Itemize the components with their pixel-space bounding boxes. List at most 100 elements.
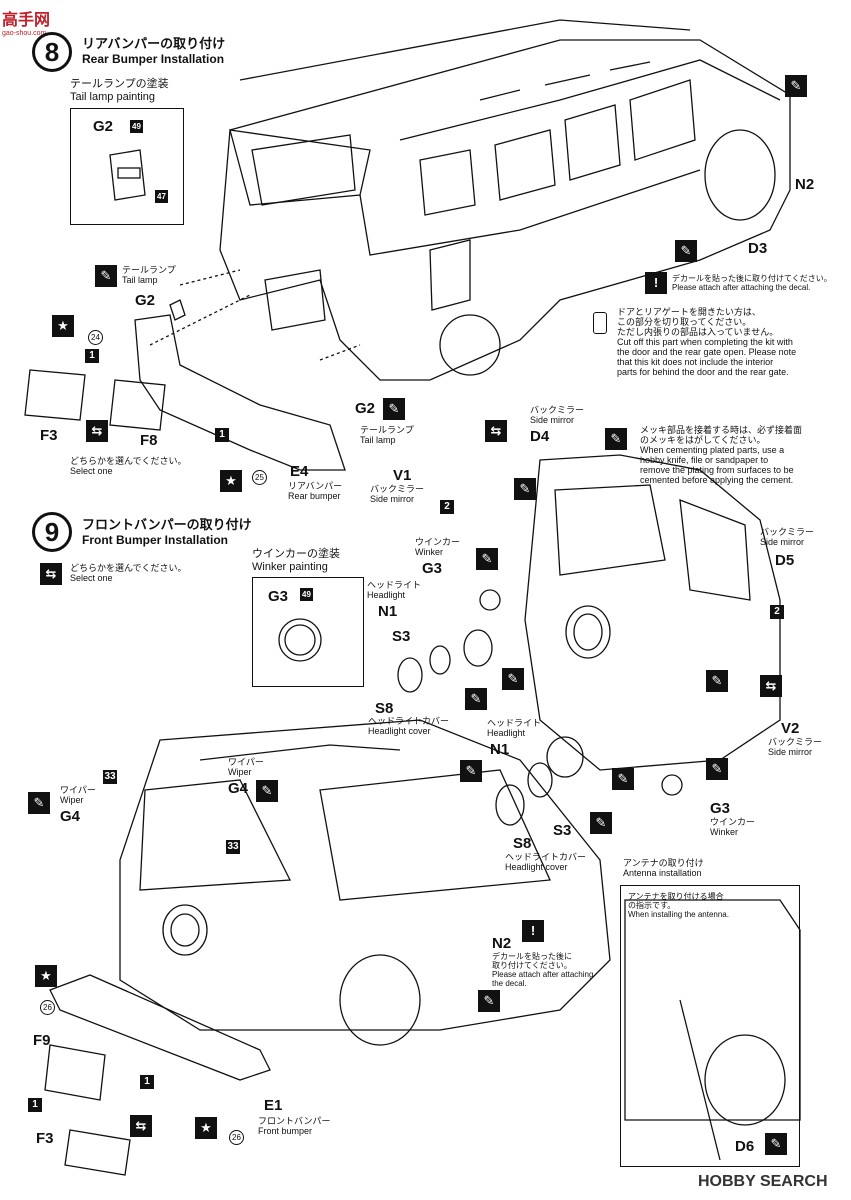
cement-icon-d6: ✎ — [765, 1133, 787, 1155]
step-9-title-en: Front Bumper Installation — [82, 533, 229, 547]
logo: 高手网 gao-shou.com — [2, 6, 50, 37]
star-icon: ★ — [52, 315, 74, 337]
part-d6: D6 — [735, 1138, 755, 1155]
part-g3-lower: G3 — [710, 800, 731, 817]
g3-winker-label: ウインカー Winker — [415, 537, 460, 557]
antenna-box — [620, 885, 800, 1167]
door-en1: Cut off this part when completing the ki… — [617, 337, 793, 347]
plated-en3: remove the plating from surfaces to be — [640, 465, 794, 475]
tail-lamp-part-g2: G2 — [135, 292, 156, 309]
tail-painting-part: G2 — [93, 118, 114, 135]
part-f3: F3 — [40, 427, 58, 444]
part-g2-right: G2 — [355, 400, 376, 417]
door-note: ドアとリアゲートを開きたい方は、 この部分を切り取ってください。 ただし内張りの… — [617, 307, 796, 377]
cement-icon-n2-bottom: ✎ — [478, 990, 500, 1012]
select-9-note: どちらかを選んでください。 Select one — [70, 563, 187, 583]
d3-note-jp: デカールを貼った後に取り付けてください。 — [672, 274, 832, 283]
paint-code-49-winker: 49 — [300, 588, 313, 601]
winker-painting-jp: ウインカーの塗装 — [252, 548, 340, 560]
step-8-number: 8 — [32, 32, 72, 72]
d5-jp: バックミラー — [760, 527, 815, 537]
v1-label: バックミラー Side mirror — [370, 484, 424, 504]
cement-icon-d4: ✎ — [514, 478, 536, 500]
s8-lower-jp: ヘッドライトカバー — [505, 852, 587, 862]
wiper-right-en: Wiper — [228, 767, 252, 777]
v1-jp: バックミラー — [370, 484, 425, 494]
cement-icon-d5: ✎ — [706, 670, 728, 692]
n2-jp1: デカールを貼った後に — [492, 952, 572, 961]
part-n2-bottom: N2 — [492, 935, 512, 952]
plated-en2: hobby knife, file or sandpaper to — [640, 455, 769, 465]
cement-icon: ✎ — [95, 265, 117, 287]
n1-en: Headlight — [367, 590, 406, 600]
winker-painting-part: G3 — [268, 588, 289, 605]
s8-lower-en: Headlight cover — [505, 862, 568, 872]
cement-icon-lamp: ✎ — [612, 768, 634, 790]
d5-en: Side mirror — [760, 537, 805, 547]
star-icon-front: ★ — [35, 965, 57, 987]
antenna-jp2: の指示です。 — [628, 901, 676, 910]
part-v1: V1 — [393, 467, 412, 484]
antenna-title: アンテナの取り付け Antenna installation — [623, 858, 704, 878]
tail-painting-box — [70, 108, 184, 225]
part-g3-upper: G3 — [422, 560, 443, 577]
cement-icon-n1-lower: ✎ — [460, 760, 482, 782]
cement-icon-g3-lower: ✎ — [706, 758, 728, 780]
cement-icon-s8: ✎ — [465, 688, 487, 710]
step-8-title-jp: リアバンパーの取り付け — [82, 36, 226, 51]
star-icon-rear: ★ — [220, 470, 242, 492]
n2-en2: the decal. — [492, 979, 527, 988]
cut-part-icon — [593, 312, 607, 334]
part-num-24: 24 — [88, 330, 103, 345]
s8-jp: ヘッドライトカバー — [368, 716, 450, 726]
e1-jp: フロントバンパー — [258, 1116, 331, 1126]
s8-en: Headlight cover — [368, 726, 431, 736]
v2-jp: バックミラー — [768, 737, 823, 747]
door-en2: the door and the rear gate open. Please … — [617, 347, 797, 357]
rear-select-en: Select one — [70, 466, 113, 476]
n1-lower-jp: ヘッドライト — [487, 718, 542, 728]
part-s3-upper: S3 — [392, 628, 411, 645]
n1-lower-en: Headlight — [487, 728, 526, 738]
decal-num-1-front-left: 1 — [28, 1098, 42, 1112]
v2-en: Side mirror — [768, 747, 813, 757]
paint-code-49: 49 — [130, 120, 143, 133]
decal-num-2-right: 2 — [770, 605, 784, 619]
door-jp3: ただし内張りの部品は入っていません。 — [617, 327, 779, 337]
e4-jp: リアバンパー — [288, 481, 343, 491]
g2-jp: テールランプ — [360, 425, 414, 435]
n1-lower-label: ヘッドライト Headlight — [487, 718, 541, 738]
tail-painting-en: Tail lamp painting — [70, 91, 155, 103]
step-9-title-jp: フロントバンパーの取り付け — [82, 517, 252, 532]
part-g4-left: G4 — [60, 808, 81, 825]
e1-en: Front bumper — [258, 1126, 313, 1136]
d3-note: デカールを貼った後に取り付けてください。 Please attach after… — [672, 274, 832, 292]
part-s8-upper: S8 — [375, 700, 394, 717]
winker-painting-box — [252, 577, 364, 687]
antenna-title-jp: アンテナの取り付け — [623, 858, 704, 868]
cement-icon-g4-left: ✎ — [28, 792, 50, 814]
decal-num-33-left: 33 — [103, 770, 117, 784]
part-num-26-right: 26 — [229, 1130, 244, 1145]
part-f8: F8 — [140, 432, 158, 449]
part-v2: V2 — [781, 720, 800, 737]
part-n1-upper: N1 — [378, 603, 398, 620]
antenna-en: When installing the antenna. — [628, 910, 729, 919]
plated-jp2: のメッキをはがしてください。 — [640, 435, 766, 445]
plated-en4: cemented before applying the cement. — [640, 475, 794, 485]
step-9-title: フロントバンパーの取り付け Front Bumper Installation — [82, 514, 252, 547]
g3-lower-en: Winker — [710, 827, 739, 837]
rear-select-jp: どちらかを選んでください。 — [70, 456, 187, 466]
decal-num-1: 1 — [85, 349, 99, 363]
decal-num-1-front: 1 — [140, 1075, 154, 1089]
part-s8-lower: S8 — [513, 835, 532, 852]
n2-en1: Please attach after attaching — [492, 970, 594, 979]
plated-jp1: メッキ部品を接着する時は、必ず接着面 — [640, 425, 803, 435]
part-e1: E1 — [264, 1097, 283, 1114]
part-d3: D3 — [748, 240, 768, 257]
wiper-right-label: ワイパー Wiper — [228, 757, 264, 777]
g3-lower-jp: ウインカー — [710, 817, 756, 827]
step-9-number: 9 — [32, 512, 72, 552]
d4-label: バックミラー Side mirror — [530, 405, 584, 425]
